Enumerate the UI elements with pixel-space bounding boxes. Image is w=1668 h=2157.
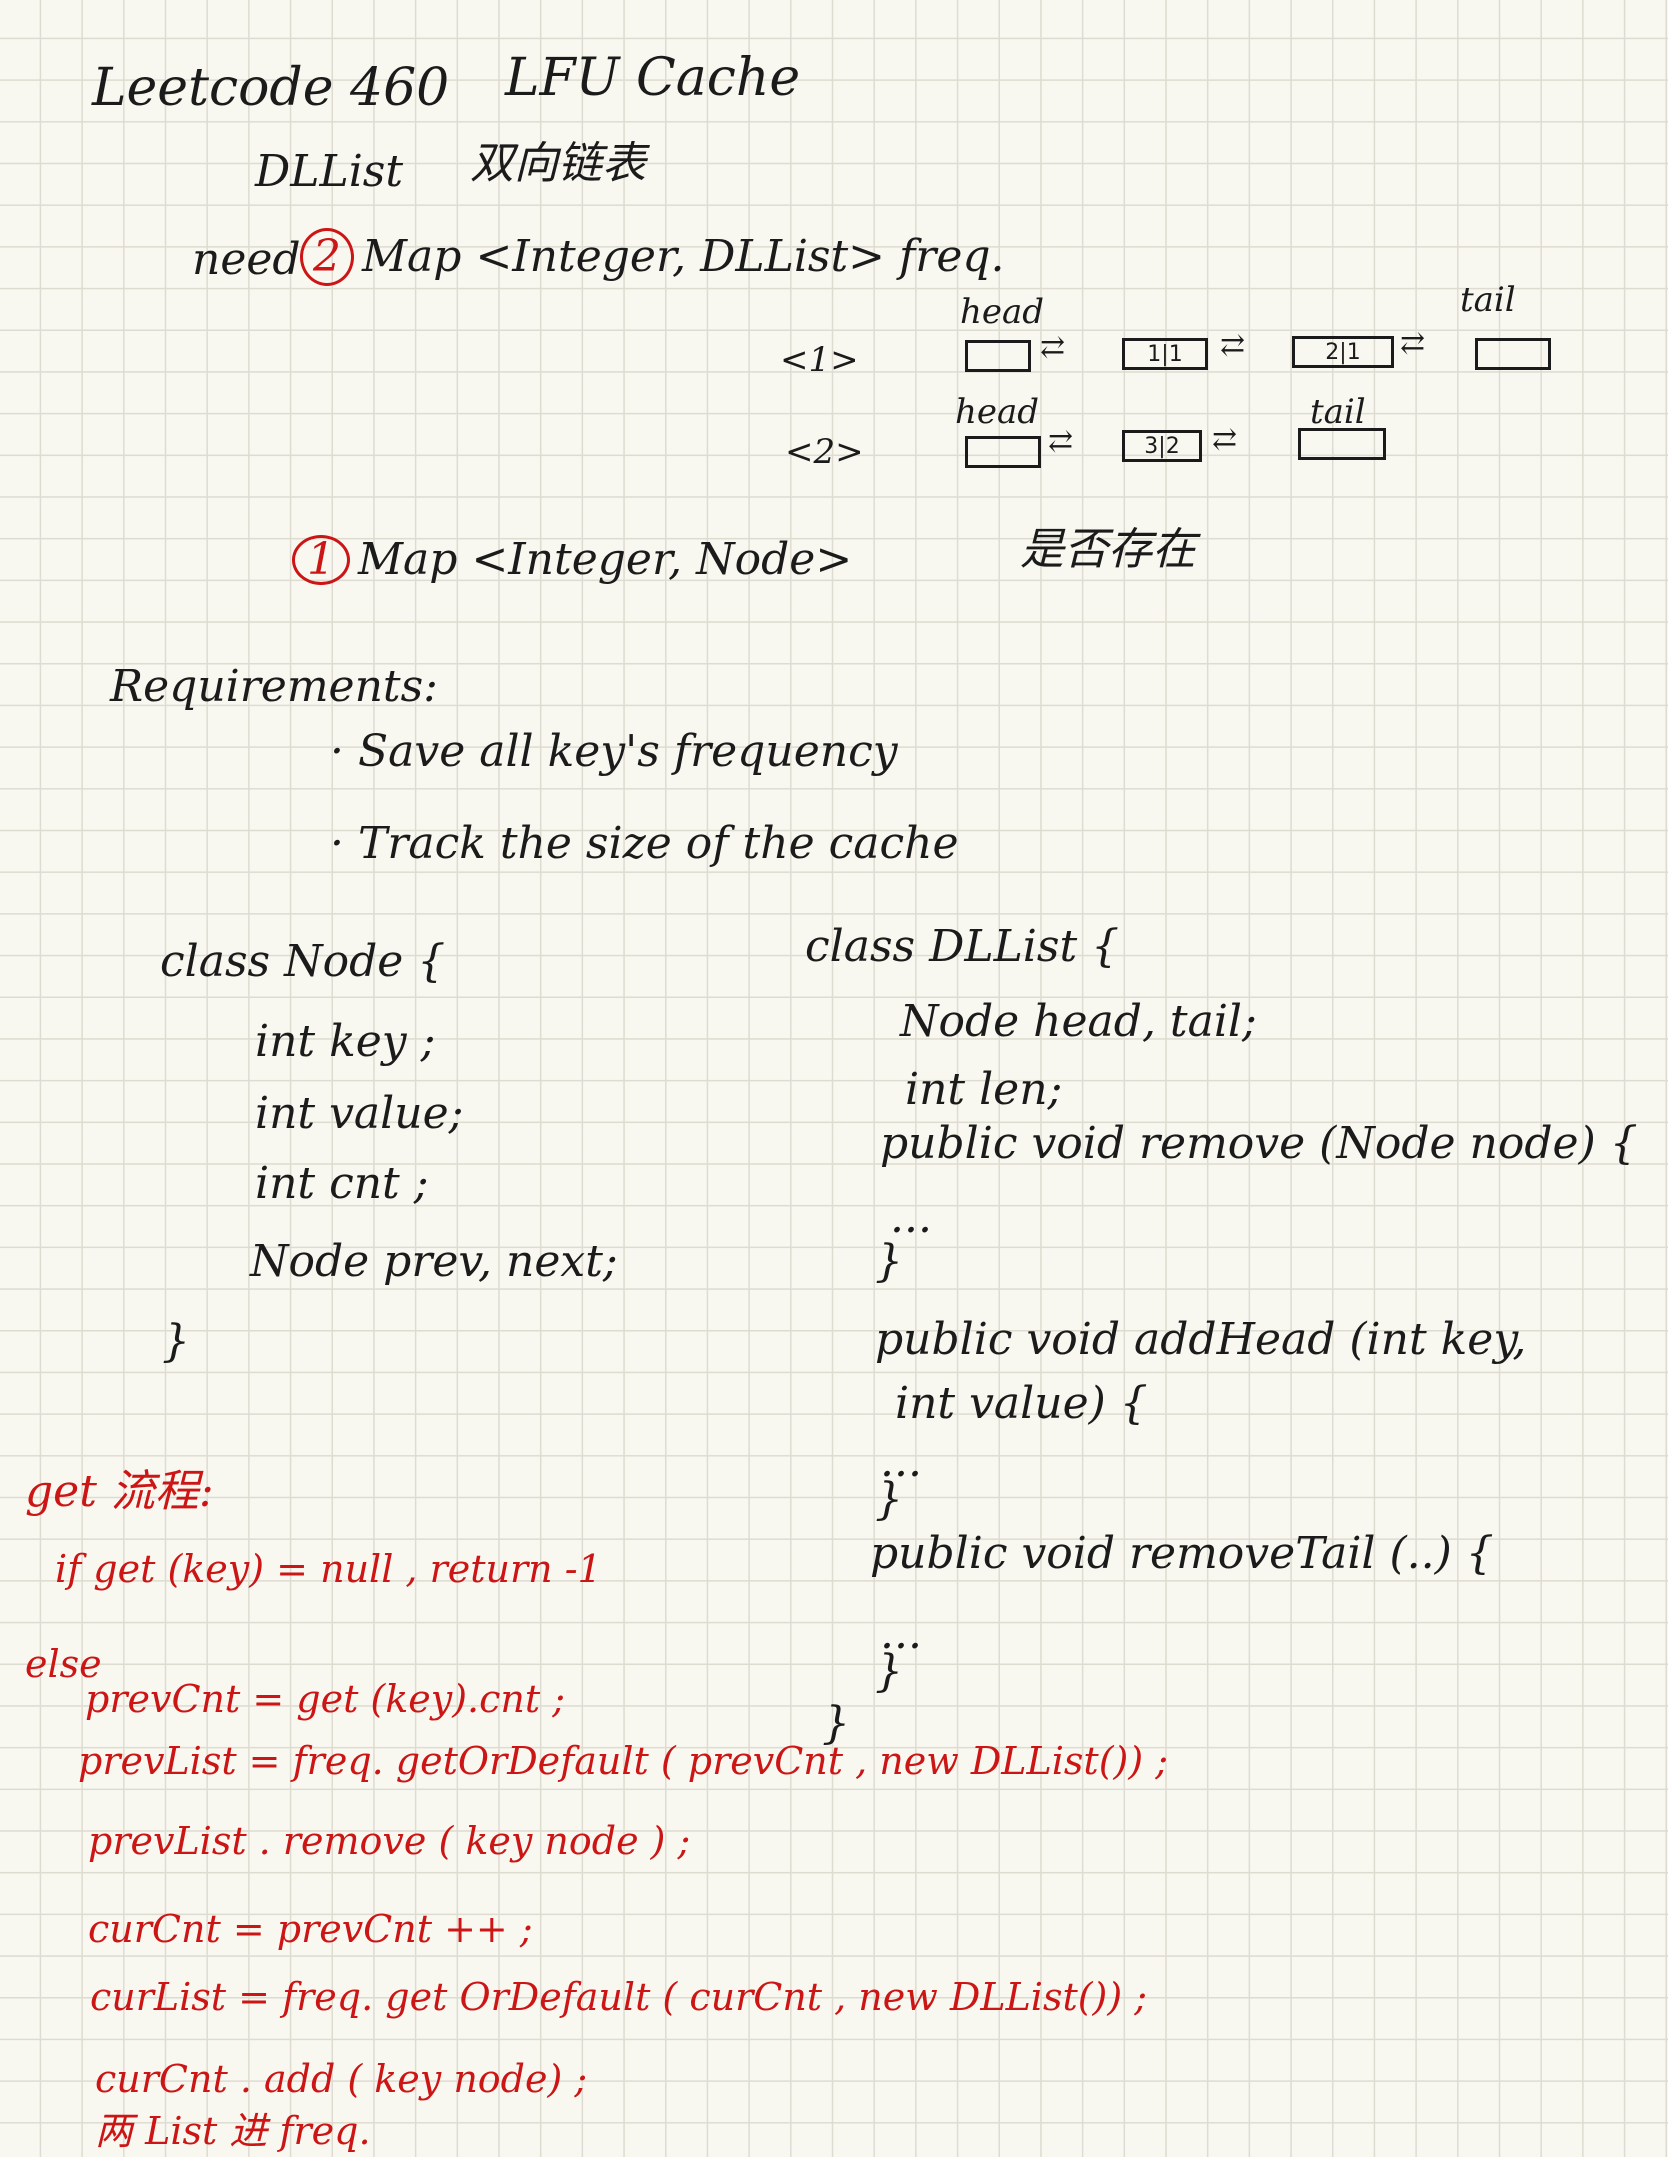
list-node: 3|2 [1122, 430, 1202, 462]
get-flow-else: else [25, 1642, 102, 1686]
dllist-class-line: int value) { [895, 1378, 1148, 1429]
dllist-class-line: } [875, 1474, 903, 1525]
get-flow-line: curCnt . add ( key node) ; [95, 2057, 588, 2101]
dllist-class-line: class DLList { [805, 921, 1120, 972]
freq-map-text: Map <Integer, DLList> freq. [362, 231, 1005, 282]
tail-sentinel [1475, 338, 1551, 370]
double-arrow-icon: ⇄ [1220, 328, 1246, 363]
double-arrow-icon: ⇄ [1040, 330, 1066, 365]
need-label: need [192, 234, 301, 285]
dllist-term: DLList [255, 146, 404, 197]
requirement-item: · Save all key's frequency [330, 726, 898, 777]
head-sentinel [965, 340, 1031, 372]
requirements-title: Requirements: [110, 661, 439, 712]
list-label: <2> [785, 432, 864, 472]
tail-sentinel [1298, 428, 1386, 460]
get-flow-line: prevList = freq. getOrDefault ( prevCnt … [78, 1739, 1169, 1783]
node-class-line: Node prev, next; [250, 1236, 618, 1287]
dllist-class-line: Node head, tail; [900, 996, 1257, 1047]
node-class-line: } [162, 1316, 190, 1367]
head-label: head [955, 392, 1040, 432]
requirement-item: · Track the size of the cache [330, 818, 959, 869]
get-flow-line: curList = freq. get OrDefault ( curCnt ,… [90, 1975, 1148, 2019]
dllist-class-line: } [875, 1236, 903, 1287]
get-flow-line: prevList . remove ( key node ) ; [88, 1819, 691, 1863]
get-flow-title: get 流程: [25, 1466, 214, 1517]
get-flow-line: 两 List 进 freq. [95, 2109, 371, 2153]
get-flow-line: curCnt = prevCnt ++ ; [88, 1907, 533, 1951]
dllist-class-line: public void addHead (int key, [875, 1314, 1527, 1365]
node-class-line: int key ; [255, 1016, 436, 1067]
list-node: 2|1 [1292, 336, 1394, 368]
tail-label: tail [1310, 392, 1366, 432]
list-node: 1|1 [1122, 338, 1208, 370]
tail-label: tail [1460, 280, 1516, 320]
dllist-cn: 双向链表 [470, 138, 646, 189]
get-flow-if: if get (key) = null , return -1 [55, 1547, 602, 1591]
dllist-class-line: ... [880, 1608, 922, 1659]
node-class-line: int cnt ; [255, 1158, 429, 1209]
double-arrow-icon: ⇄ [1048, 424, 1074, 459]
problem-number: Leetcode 460 [92, 58, 450, 118]
circled-number-1: 1 [292, 535, 350, 585]
node-map-cn: 是否存在 [1020, 524, 1196, 575]
dllist-class-line: int len; [905, 1064, 1063, 1115]
dllist-class-line: ... [890, 1192, 932, 1243]
double-arrow-icon: ⇄ [1400, 326, 1426, 361]
circled-number-2: 2 [300, 228, 354, 286]
dllist-class-line: public void remove (Node node) { [880, 1118, 1638, 1169]
dllist-class-line: } [875, 1646, 903, 1697]
dllist-class-line: public void removeTail (..) { [870, 1528, 1494, 1579]
get-flow-line: prevCnt = get (key).cnt ; [85, 1677, 566, 1721]
double-arrow-icon: ⇄ [1212, 422, 1238, 457]
problem-title: LFU Cache [505, 48, 801, 108]
stray-brace: } [822, 1698, 850, 1749]
node-class-line: int value; [255, 1088, 464, 1139]
node-class-line: class Node { [160, 936, 446, 987]
list-label: <1> [780, 340, 859, 380]
head-label: head [960, 292, 1045, 332]
node-map-text: Map <Integer, Node> [358, 534, 853, 585]
head-sentinel [965, 436, 1041, 468]
dllist-class-line: ... [880, 1436, 922, 1487]
